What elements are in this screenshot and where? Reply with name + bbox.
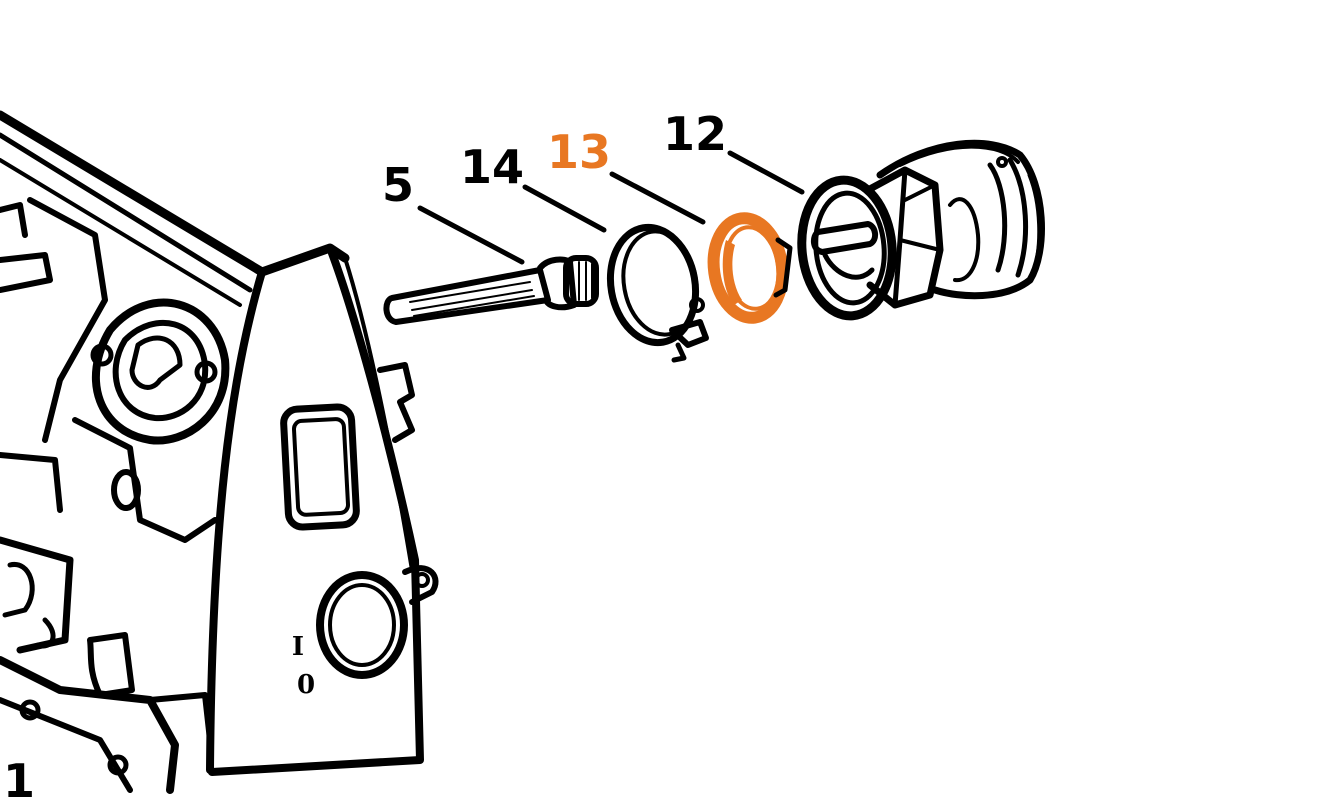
callout-5: 5 xyxy=(382,158,414,212)
switch-mark-off: 0 xyxy=(297,670,315,700)
leader-line-14 xyxy=(522,184,607,233)
leader-line-12 xyxy=(727,150,805,195)
leader-line-5 xyxy=(417,205,525,265)
switch-mark-on: I xyxy=(292,632,304,662)
part-13-ring-highlighted xyxy=(707,212,793,324)
part-5-bolt xyxy=(383,255,599,325)
callout-12: 12 xyxy=(663,107,727,161)
callout-13: 13 xyxy=(547,125,611,179)
leader-line-13 xyxy=(609,171,706,225)
callout-14: 14 xyxy=(460,140,524,194)
leader-lines xyxy=(417,150,805,265)
part-14-hose-clamp xyxy=(606,223,709,363)
part-12-flange xyxy=(797,139,1045,321)
part-1-housing xyxy=(0,110,439,794)
callout-1: 1 xyxy=(3,754,35,798)
